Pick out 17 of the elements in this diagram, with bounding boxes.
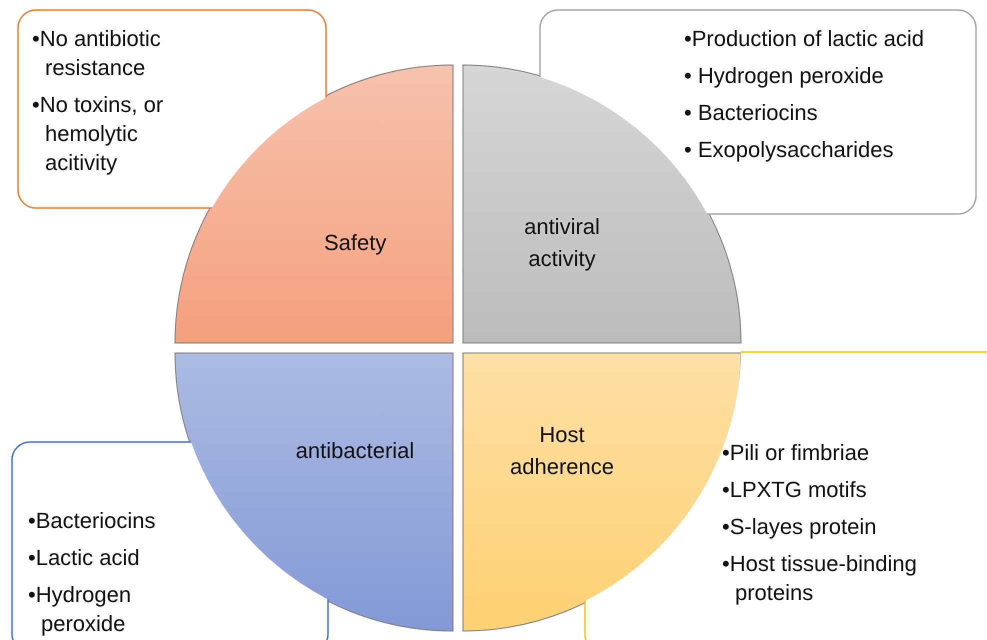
bullet-text: • Exopolysaccharides bbox=[684, 136, 894, 164]
bullet-text: •S-layes protein bbox=[722, 513, 878, 541]
bullet-text: •Host tissue-binding proteins bbox=[722, 550, 918, 607]
bullet-text: •No antibiotic resistance bbox=[32, 25, 162, 82]
bullet-text: •Pili or fimbriae bbox=[722, 439, 870, 467]
segment-label: antiviral activity bbox=[523, 213, 601, 273]
bullet-text: •Bacteriocins bbox=[28, 507, 157, 535]
bullet-text: •No toxins, or hemolytic acitivity bbox=[32, 91, 164, 177]
segment-label: antibacterial bbox=[294, 437, 416, 465]
bullet-text: • Bacteriocins bbox=[684, 99, 819, 127]
bullet-text: •Lactic acid bbox=[28, 544, 141, 572]
bullet-text: •Hydrogen peroxide bbox=[28, 581, 132, 638]
segment-label: Safety bbox=[324, 229, 384, 257]
bullet-text: •LPXTG motifs bbox=[722, 476, 868, 504]
bullet-text: • Hydrogen peroxide bbox=[684, 62, 885, 90]
segment-label: Host adherence bbox=[509, 421, 615, 481]
bullet-text: •Production of lactic acid bbox=[684, 25, 926, 53]
